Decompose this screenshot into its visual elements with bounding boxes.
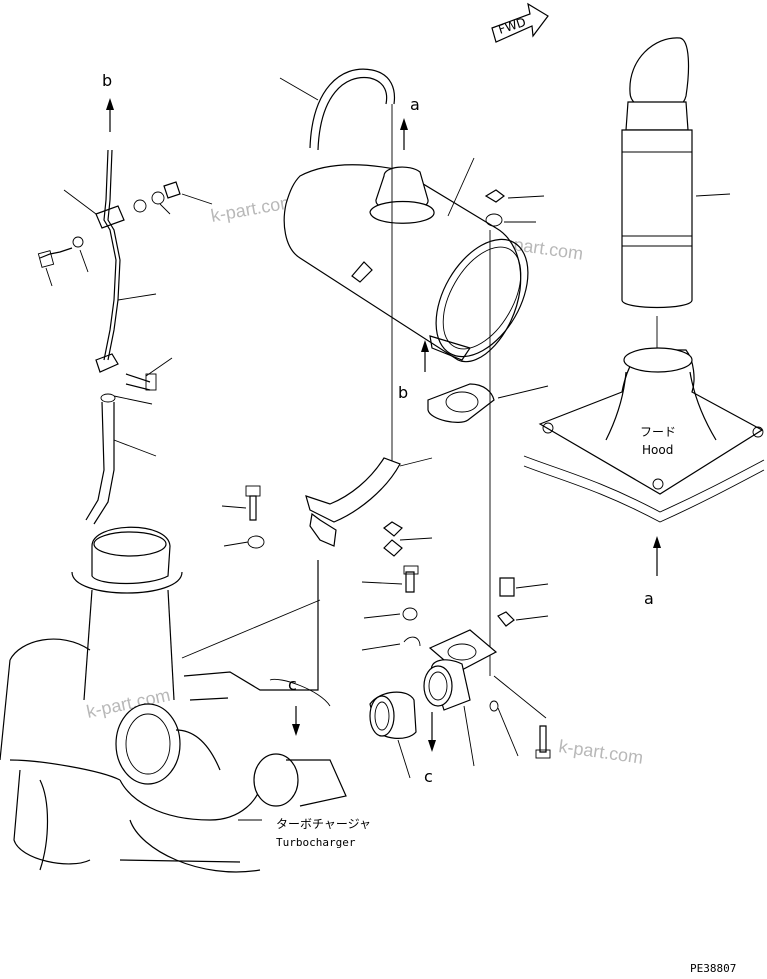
hood-label-en: Hood (642, 443, 673, 457)
connector-sleeve (369, 691, 417, 779)
marker-c-upper: c (288, 675, 297, 694)
hood-label-jp: フード (640, 425, 676, 439)
marker-b-top: b (102, 71, 112, 90)
dipstick-assembly: b (37, 71, 213, 525)
marker-a-top: a (410, 95, 420, 114)
watermark: k-part.com (557, 736, 644, 768)
watermark: k-part.com (209, 191, 296, 225)
turbo-label-jp: ターボチャージャ (276, 817, 371, 831)
stack-pipe (621, 37, 731, 356)
marker-b-mid: b (398, 383, 408, 402)
mount-bracket (221, 457, 433, 557)
hood-base: フード Hood a (523, 347, 765, 608)
marker-c-lower: c (424, 767, 433, 786)
turbo-label-en: Turbocharger (276, 836, 356, 849)
gasket (427, 383, 549, 423)
muffler-hardware (484, 189, 545, 227)
marker-a-right: a (644, 589, 654, 608)
muffler: a b (279, 68, 529, 402)
fwd-label: FWD (497, 15, 528, 37)
exhaust-elbow: c (361, 565, 551, 786)
drawing-id: PE38807 (690, 962, 736, 975)
fwd-arrow: FWD (491, 2, 549, 43)
turbo-assembly: c ターボチャージャ Turbocharger (0, 526, 371, 873)
